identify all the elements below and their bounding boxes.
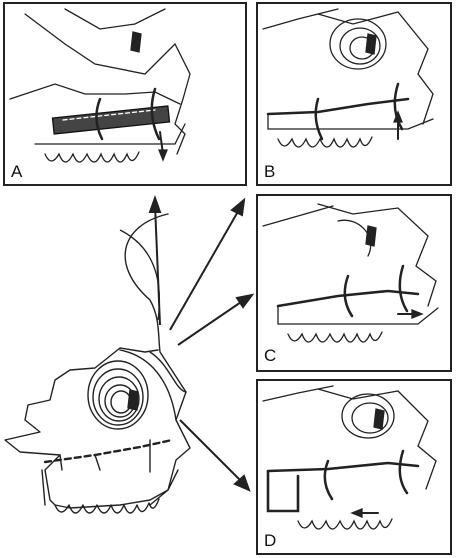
panel-a-drawing	[5, 4, 245, 184]
panel-d-label: D	[264, 531, 276, 551]
panel-d-drawing	[258, 381, 450, 553]
panel-c: C	[256, 194, 452, 372]
panel-c-osteotomy	[278, 291, 418, 306]
panel-c-label: C	[264, 346, 276, 366]
main-orbit-swirl	[88, 361, 148, 429]
panel-a-label: A	[11, 162, 22, 182]
arrow-to-c	[178, 300, 244, 345]
arrow-to-b	[170, 208, 240, 330]
panel-a: A	[3, 2, 247, 186]
panel-b-label: B	[264, 162, 275, 182]
arrow-to-d	[180, 420, 242, 482]
panel-b: B	[256, 2, 452, 186]
panel-d: D	[256, 379, 452, 555]
panel-c-drawing	[258, 196, 450, 370]
main-osteotomy-line	[45, 440, 172, 462]
panel-b-osteotomy	[268, 99, 408, 114]
panel-d-osteotomy	[268, 463, 418, 471]
panel-b-drawing	[258, 4, 450, 184]
